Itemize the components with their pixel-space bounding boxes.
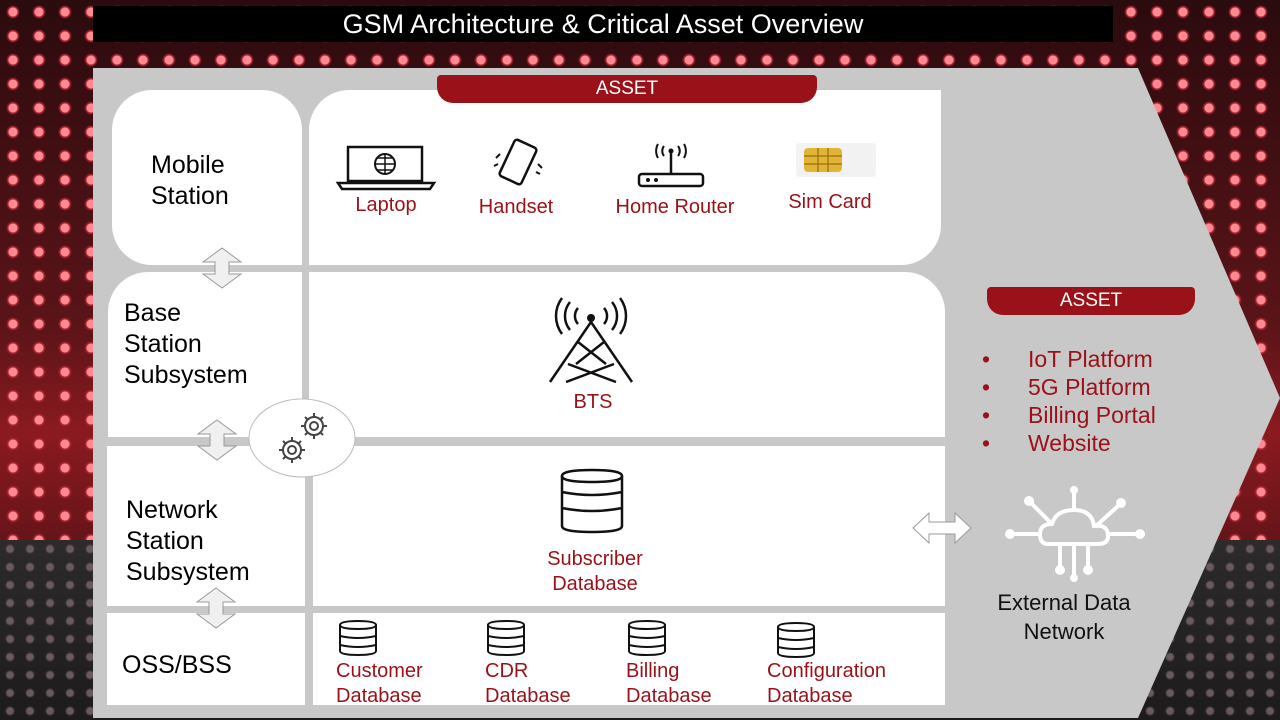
- gears-icon: [248, 398, 356, 478]
- arrow-base-network: [196, 419, 238, 461]
- page-title: GSM Architecture & Critical Asset Overvi…: [93, 6, 1113, 42]
- list-item: Billing Portal: [980, 401, 1156, 429]
- configuration-database-label: Configuration Database: [767, 660, 886, 707]
- list-item: 5G Platform: [980, 373, 1156, 401]
- asset-tab-top: ASSET: [437, 75, 817, 103]
- external-asset-list: IoT Platform 5G Platform Billing Portal …: [980, 345, 1156, 457]
- mobile-assets-box: [309, 90, 941, 265]
- asset-tab-right: ASSET: [987, 287, 1195, 315]
- layer-label-mobile-station: Mobile Station: [151, 151, 229, 210]
- arrow-network-oss: [195, 587, 237, 629]
- asset-label-home-router: Home Router: [615, 196, 735, 218]
- configuration-database-icon: [777, 621, 815, 659]
- cdr-database-label: CDR Database: [485, 660, 571, 707]
- router-icon: [637, 143, 705, 188]
- arrow-mobile-base: [201, 247, 243, 289]
- asset-label-sim-card: Sim Card: [788, 191, 872, 213]
- cell-tower-icon: [548, 297, 634, 384]
- billing-database-icon: [628, 619, 666, 657]
- database-icon: [560, 468, 624, 534]
- list-item: Website: [980, 429, 1156, 457]
- customer-database-icon: [339, 619, 377, 657]
- external-network-label: External Data Network: [997, 590, 1131, 644]
- handset-icon: [493, 138, 543, 186]
- layer-label-network-station: Network Station Subsystem: [126, 496, 250, 586]
- arrow-external-network: [912, 511, 972, 545]
- cloud-network-icon: [1005, 486, 1145, 582]
- cdr-database-icon: [487, 619, 525, 657]
- oss-bss-box: [107, 613, 305, 705]
- list-item: IoT Platform: [980, 345, 1156, 373]
- asset-label-handset: Handset: [478, 196, 554, 218]
- sim-card-icon: [796, 143, 876, 177]
- mobile-station-box: [112, 90, 302, 265]
- laptop-icon: [335, 145, 437, 191]
- asset-label-laptop: Laptop: [355, 194, 417, 216]
- subscriber-database-label: Subscriber Database: [547, 548, 643, 595]
- subscriber-db-box: [313, 446, 945, 606]
- network-station-box: [107, 446, 305, 606]
- layer-label-oss-bss: OSS/BSS: [122, 651, 232, 679]
- layer-label-base-station: Base Station Subsystem: [124, 299, 248, 389]
- billing-database-label: Billing Database: [626, 660, 712, 707]
- customer-database-label: Customer Database: [336, 660, 423, 707]
- bts-label: BTS: [573, 391, 613, 413]
- bts-box: [309, 272, 945, 437]
